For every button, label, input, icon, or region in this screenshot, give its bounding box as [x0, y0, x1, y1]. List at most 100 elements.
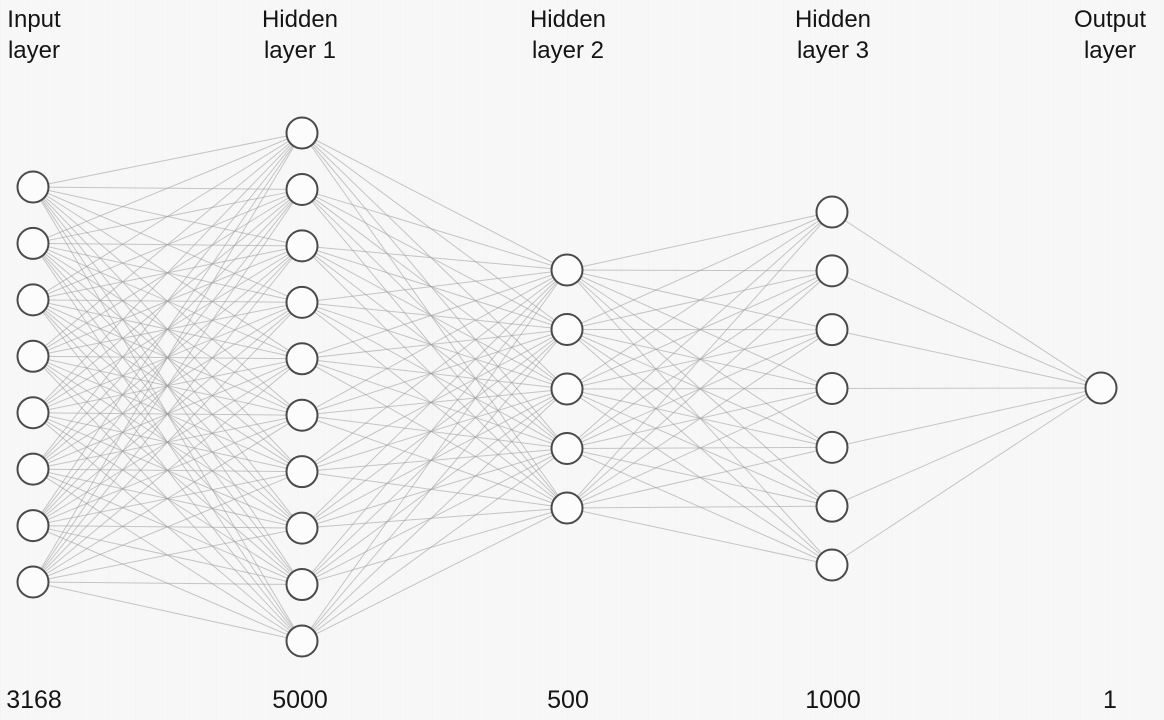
edge: [32, 245, 303, 583]
edge: [32, 301, 303, 583]
edge: [301, 301, 568, 509]
layer-title-line: layer: [7, 37, 61, 64]
edge: [301, 448, 568, 642]
neuron-hidden1: [285, 172, 319, 206]
edge: [301, 414, 568, 449]
layer-title-hidden2: Hidden layer 2: [530, 4, 606, 66]
layer-title-hidden1: Hidden layer 1: [262, 4, 338, 66]
edge: [566, 505, 833, 509]
edge: [32, 132, 303, 470]
neuron-hidden3: [815, 313, 849, 347]
edge: [301, 329, 568, 473]
edge: [566, 211, 833, 509]
edge: [301, 388, 568, 585]
edge: [831, 211, 1102, 389]
edge: [566, 507, 833, 566]
neuron-hidden1: [285, 342, 319, 376]
edge: [301, 329, 568, 360]
edge: [301, 245, 568, 271]
layer-title-line: Input: [7, 6, 61, 33]
edge: [32, 132, 303, 188]
neuron-hidden2: [550, 432, 584, 465]
edge: [301, 448, 568, 473]
edge: [301, 269, 568, 529]
edge: [301, 132, 568, 509]
edge: [566, 388, 833, 509]
neuron-hidden3: [815, 430, 849, 464]
edge: [301, 329, 568, 529]
edge: [301, 471, 568, 509]
neuron-input: [16, 509, 50, 543]
neuron-input: [16, 565, 50, 599]
edge: [301, 189, 568, 330]
edge: [301, 132, 568, 449]
edge: [301, 245, 568, 509]
edge: [301, 358, 568, 390]
neuron-hidden1: [285, 116, 319, 150]
neuron-hidden3: [815, 548, 849, 582]
layer-title-line: layer 3: [796, 37, 870, 64]
edge: [32, 471, 303, 583]
edge: [301, 269, 568, 416]
neuron-hidden1: [285, 511, 319, 545]
edge: [32, 581, 303, 586]
edge: [301, 329, 568, 416]
edge: [301, 388, 568, 416]
edge: [32, 414, 303, 583]
edge: [32, 527, 303, 583]
edge: [301, 245, 568, 449]
edge: [32, 132, 303, 301]
edge: [566, 270, 833, 509]
neuron-input: [16, 170, 50, 204]
edge: [301, 245, 568, 330]
edge: [32, 132, 303, 357]
neuron-hidden2: [550, 372, 584, 406]
edge: [301, 189, 568, 449]
neuron-hidden1: [285, 285, 319, 319]
neuron-hidden1: [285, 455, 319, 489]
layer-title-line: Hidden: [529, 6, 607, 33]
edge: [301, 269, 568, 585]
edge: [301, 448, 568, 529]
neuron-hidden2: [550, 491, 584, 525]
edge: [301, 188, 568, 271]
neuron-hidden2: [550, 313, 584, 346]
edge: [301, 358, 568, 449]
edge: [301, 132, 568, 390]
edge: [301, 358, 568, 509]
edge: [831, 387, 1102, 389]
edge: [566, 446, 833, 509]
edge: [32, 189, 303, 583]
edge: [32, 132, 303, 244]
edge: [301, 269, 568, 642]
edge: [301, 301, 568, 390]
edge: [301, 414, 568, 509]
layer-title-hidden3: Hidden layer 3: [795, 4, 871, 66]
edge: [32, 358, 303, 583]
edge: [32, 132, 303, 414]
neuron-hidden2: [550, 253, 584, 287]
neuron-hidden1: [285, 229, 319, 263]
layer-title-output: Output layer: [1074, 4, 1146, 66]
edge: [301, 269, 568, 473]
neuron-hidden1: [285, 624, 319, 658]
edge: [566, 211, 833, 390]
neuron-input: [16, 396, 50, 430]
edge: [301, 132, 568, 271]
layer-size-hidden3: 1000: [805, 686, 861, 714]
layer-size-input: 3168: [6, 686, 62, 714]
edge: [831, 387, 1102, 566]
edge: [32, 132, 303, 583]
neuron-input: [16, 226, 50, 260]
edge: [301, 329, 568, 585]
edge: [831, 270, 1102, 389]
edge: [301, 448, 568, 586]
layer-size-hidden2: 500: [547, 686, 589, 714]
edge: [301, 301, 568, 330]
neuron-output: [1084, 371, 1118, 405]
edge: [301, 507, 568, 642]
layer-title-line: Output: [1073, 6, 1147, 33]
nodes-group: [16, 116, 1118, 658]
edge: [301, 301, 568, 449]
